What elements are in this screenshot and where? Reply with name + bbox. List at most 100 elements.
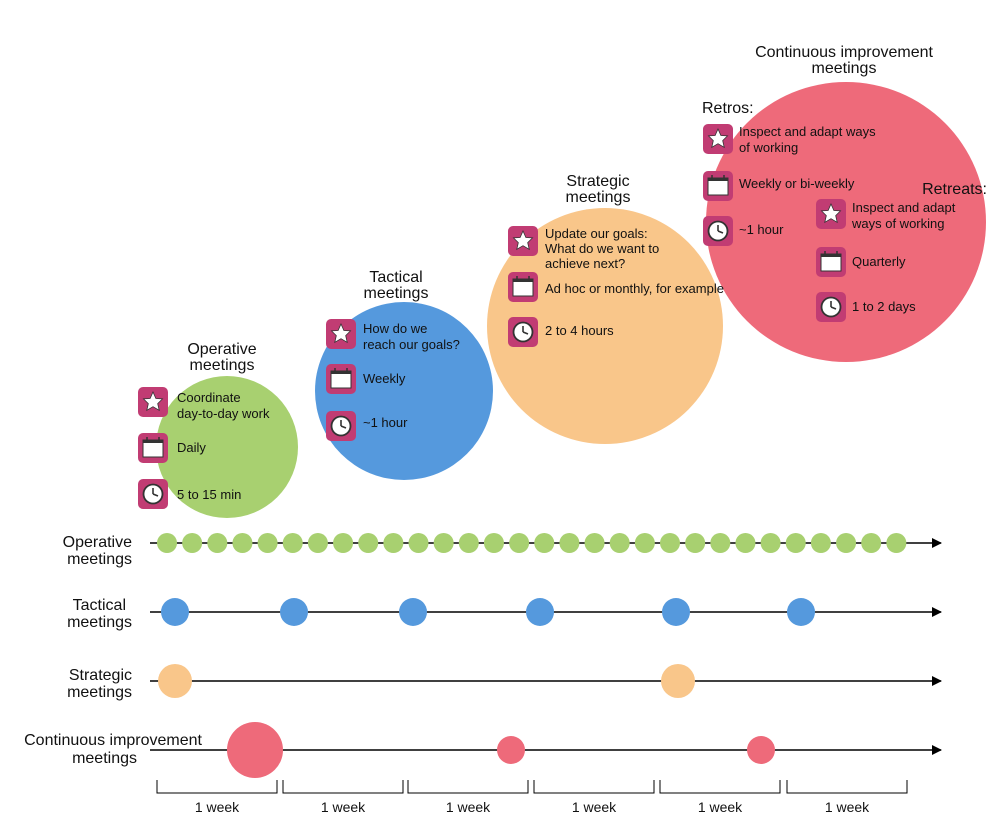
strategic-goal-line1: Update our goals:: [545, 226, 648, 241]
row-label-tactical-line1: Tactical: [73, 597, 126, 614]
tactical-duration: ~1 hour: [363, 415, 408, 430]
retreats-duration: 1 to 2 days: [852, 299, 916, 314]
operative-meeting-dot: [408, 533, 429, 553]
operative-title-line2: meetings: [190, 357, 255, 374]
operative-meeting-dot: [157, 533, 177, 553]
operative-meeting-dot: [760, 533, 781, 553]
operative-duration: 5 to 15 min: [177, 487, 241, 502]
retreats-clock-icon: [815, 291, 847, 323]
operative-meeting-dot: [232, 533, 253, 553]
operative-meeting-dot: [836, 533, 857, 553]
tactical-bubble: [315, 302, 493, 480]
operative-meeting-dot: [483, 533, 504, 553]
operative-meeting-dot: [861, 533, 882, 553]
tactical-star-icon: [325, 318, 357, 350]
retros-label: Retros:: [702, 100, 754, 117]
strategic-star-icon: [507, 225, 539, 257]
operative-calendar-icon: [137, 432, 169, 464]
operative-goal-line1: Coordinate: [177, 390, 241, 405]
tactical-clock-icon: [325, 410, 357, 442]
operative-meeting-dot: [886, 533, 907, 553]
operative-meeting-dot: [509, 533, 530, 553]
improvement-events: [227, 722, 775, 778]
tactical-meeting-dot: [280, 598, 308, 626]
strategic-meeting-dot: [158, 664, 192, 698]
operative-meeting-dot: [458, 533, 479, 553]
week-label: 1 week: [446, 799, 491, 815]
week-bracket: [156, 780, 278, 794]
improvement-meeting-dot: [227, 722, 283, 778]
week-label: 1 week: [195, 799, 240, 815]
operative-meeting-dot: [333, 533, 354, 553]
retros-goal-line2: of working: [739, 140, 798, 155]
week-bracket: [533, 780, 655, 794]
retreats-goal-line1: Inspect and adapt: [852, 200, 956, 215]
operative-title-line1: Operative: [187, 341, 256, 358]
tactical-meeting-dot: [662, 598, 690, 626]
retreats-frequency: Quarterly: [852, 254, 906, 269]
strategic-events: [158, 664, 695, 698]
tactical-goal-line2: reach our goals?: [363, 337, 460, 352]
strategic-meeting-dot: [661, 664, 695, 698]
operative-meeting-dot: [559, 533, 580, 553]
tactical-meeting-dot: [526, 598, 554, 626]
row-label-operative-line2: meetings: [67, 551, 132, 568]
improvement-title-line1: Continuous improvement: [755, 44, 933, 61]
operative-meeting-dot: [735, 533, 756, 553]
operative-meeting-dot: [710, 533, 731, 553]
week-bracket: [786, 780, 908, 794]
retreats-star-icon: [815, 198, 847, 230]
operative-meeting-dot: [634, 533, 655, 553]
operative-meeting-dot: [182, 533, 203, 553]
row-label-strategic-line1: Strategic: [69, 667, 132, 684]
tactical-meeting-dot: [161, 598, 189, 626]
tactical-meeting-dot: [787, 598, 815, 626]
week-bracket: [282, 780, 404, 794]
operative-meeting-dot: [660, 533, 680, 553]
week-label: 1 week: [825, 799, 870, 815]
improvement-meeting-dot: [747, 736, 775, 764]
operative-frequency: Daily: [177, 440, 206, 455]
retreats-goal-line2: ways of working: [851, 216, 944, 231]
operative-meetings-group: Operative meetings Coordinate day-to-day…: [137, 341, 298, 518]
operative-events: [157, 533, 907, 553]
strategic-clock-icon: [507, 316, 539, 348]
week-label: 1 week: [572, 799, 617, 815]
strategic-duration: 2 to 4 hours: [545, 323, 614, 338]
timeline-row-operative: Operative meetings: [63, 533, 942, 568]
improvement-meeting-dot: [497, 736, 525, 764]
operative-star-icon: [137, 386, 169, 418]
retros-star-icon: [702, 123, 734, 155]
operative-bubble: [156, 376, 298, 518]
retreats-label: Retreats:: [922, 181, 987, 198]
retros-clock-icon: [702, 215, 734, 247]
operative-meeting-dot: [609, 533, 630, 553]
tactical-title-line1: Tactical: [369, 269, 422, 286]
tactical-meetings-group: Tactical meetings How do we reach our go…: [315, 269, 493, 480]
retreats-calendar-icon: [815, 246, 847, 278]
strategic-frequency: Ad hoc or monthly, for example: [545, 281, 724, 296]
operative-meeting-dot: [433, 533, 454, 553]
row-label-improvement-line1: Continuous improvement: [24, 732, 202, 749]
operative-meeting-dot: [584, 533, 605, 553]
timeline-row-strategic: Strategic meetings: [67, 664, 942, 701]
strategic-title-line2: meetings: [566, 189, 631, 206]
operative-meeting-dot: [785, 533, 806, 553]
operative-meeting-dot: [534, 533, 555, 553]
timeline: Operative meetings Tactical meetings Str…: [24, 533, 942, 815]
retros-calendar-icon: [702, 170, 734, 202]
week-label: 1 week: [698, 799, 743, 815]
row-label-improvement-line2: meetings: [72, 750, 137, 767]
strategic-title-line1: Strategic: [566, 173, 629, 190]
operative-meeting-dot: [383, 533, 404, 553]
row-label-operative-line1: Operative: [63, 534, 132, 551]
retros-duration: ~1 hour: [739, 222, 784, 237]
improvement-meetings-group: Continuous improvement meetings Retros: …: [702, 44, 987, 362]
operative-meeting-dot: [257, 533, 278, 553]
tactical-goal-line1: How do we: [363, 321, 427, 336]
tactical-frequency: Weekly: [363, 371, 406, 386]
operative-meeting-dot: [685, 533, 706, 553]
operative-meeting-dot: [207, 533, 228, 553]
row-label-tactical-line2: meetings: [67, 614, 132, 631]
